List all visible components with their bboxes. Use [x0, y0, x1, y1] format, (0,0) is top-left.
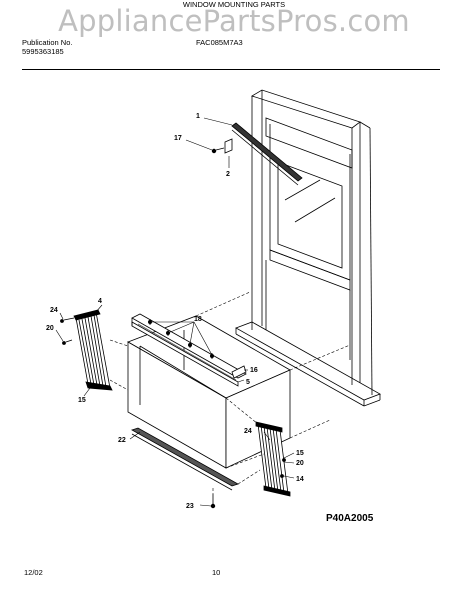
page-number: 10: [212, 568, 221, 577]
callout-24-right: 24: [244, 428, 252, 435]
callout-15-right: 15: [296, 450, 304, 457]
leader-lines: [55, 117, 295, 507]
callout-15-left: 15: [78, 397, 86, 404]
top-rail-part: [131, 313, 247, 387]
top-channel-part: [231, 122, 303, 186]
callout-18: 18: [194, 316, 202, 323]
screw-part: [210, 494, 216, 509]
model-number: FAC085M7A3: [196, 38, 243, 47]
section-title: WINDOW MOUNTING PARTS: [182, 0, 286, 9]
diagram-code: P40A2005: [326, 513, 374, 524]
callout-23: 23: [186, 503, 194, 510]
alignment-lines: [109, 291, 351, 494]
callout-1: 1: [196, 113, 200, 120]
callout-4: 4: [98, 298, 102, 305]
callout-14: 14: [296, 476, 304, 483]
revision-date: 12/02: [24, 568, 43, 577]
window-frame: [235, 89, 381, 407]
callout-20-left: 20: [46, 325, 54, 332]
callout-2: 2: [226, 171, 230, 178]
publication-number: 5995363185: [22, 47, 64, 56]
callout-22: 22: [118, 437, 126, 444]
watermark: AppliancePartsPros.com: [58, 4, 410, 38]
callout-5: 5: [246, 379, 250, 386]
bracket-part: [211, 138, 233, 154]
callout-24-left: 24: [50, 307, 58, 314]
header-rule: [22, 69, 440, 70]
callout-20-right: 20: [296, 460, 304, 467]
callout-16: 16: [250, 367, 258, 374]
right-curtain-part: [255, 421, 291, 497]
callout-17: 17: [174, 135, 182, 142]
publication-label: Publication No.: [22, 38, 73, 47]
left-curtain-part: [60, 309, 113, 391]
